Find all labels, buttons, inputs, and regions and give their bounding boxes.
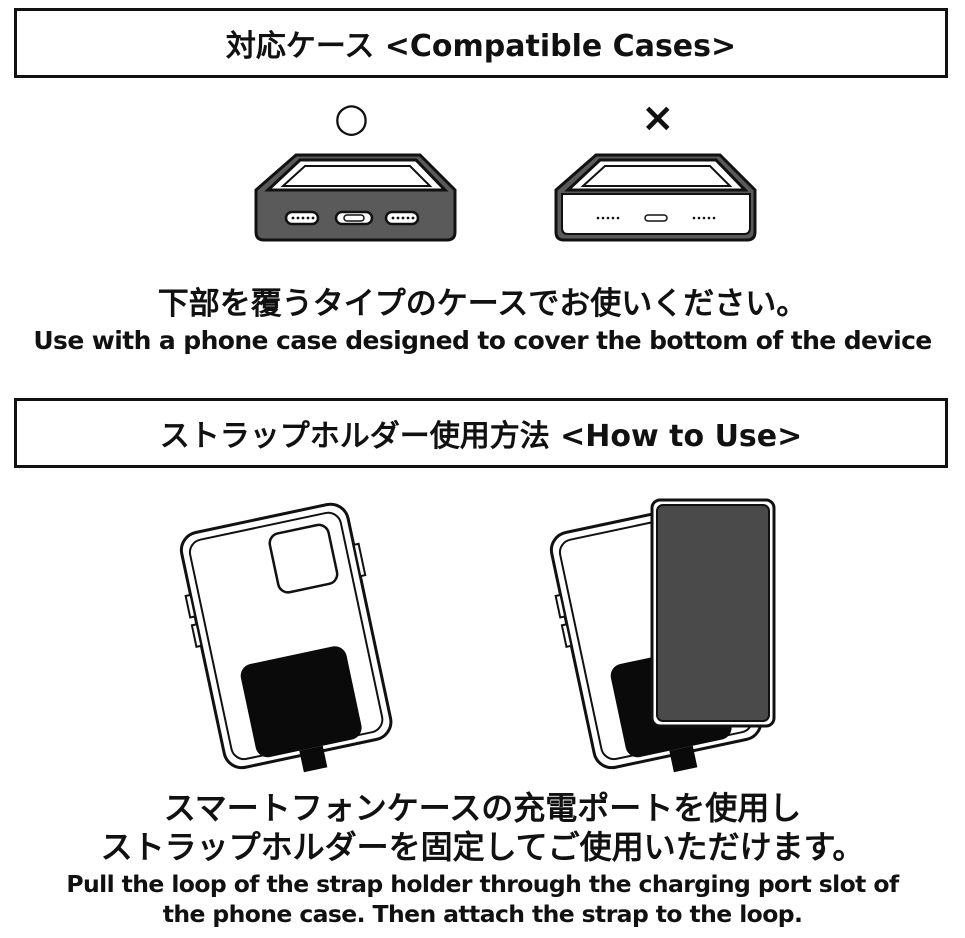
compatible-cases-title: 対応ケース <Compatible Cases>	[225, 29, 737, 64]
phone-in-case-illustration	[549, 498, 776, 773]
ng-mark-icon: ×	[641, 95, 675, 141]
how-to-caption-jp-line2: ストラップホルダーを固定してご使用いただけます。	[100, 828, 865, 866]
how-to-caption-en-line2: the phone case. Then attach the strap to…	[162, 900, 803, 928]
compatible-caption-en: Use with a phone case designed to cover …	[33, 326, 932, 355]
ok-mark-icon: ○	[334, 95, 369, 141]
how-to-use-title: ストラップホルダー使用方法 <How to Use>	[159, 419, 803, 454]
phone-with-holder-illustration	[179, 502, 393, 773]
how-to-caption-jp-line1: スマートフォンケースの充電ポートを使用し	[163, 789, 802, 827]
compatible-caption-jp: 下部を覆うタイプのケースでお使いください。	[157, 286, 808, 322]
how-to-use-header: ストラップホルダー使用方法 <How to Use>	[14, 398, 948, 468]
compatible-case-illustration	[254, 153, 457, 242]
compatible-cases-header: 対応ケース <Compatible Cases>	[14, 8, 948, 78]
how-to-caption-en-line1: Pull the loop of the strap holder throug…	[66, 870, 899, 898]
incompatible-case-illustration	[554, 153, 757, 242]
